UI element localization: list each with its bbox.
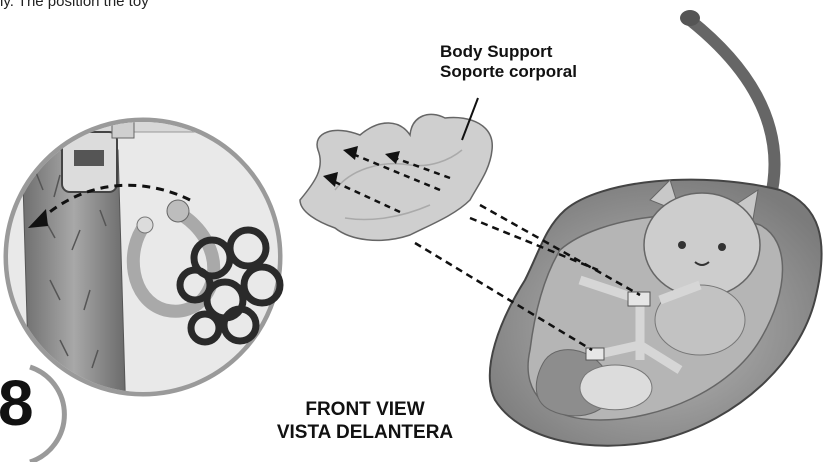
step-number: 8	[0, 368, 34, 438]
front-view-label-en: FRONT VIEW	[275, 398, 455, 421]
body-support-label: Body Support Soporte corporal	[440, 42, 577, 82]
step-badge	[30, 367, 64, 462]
body-support-label-es: Soporte corporal	[440, 62, 577, 82]
carry-handle	[690, 20, 775, 200]
intro-text: ly. The position the toy	[0, 0, 149, 10]
body-support-label-en: Body Support	[440, 42, 577, 62]
front-view-label: FRONT VIEW VISTA DELANTERA	[275, 398, 455, 444]
front-view-label-es: VISTA DELANTERA	[275, 421, 455, 444]
